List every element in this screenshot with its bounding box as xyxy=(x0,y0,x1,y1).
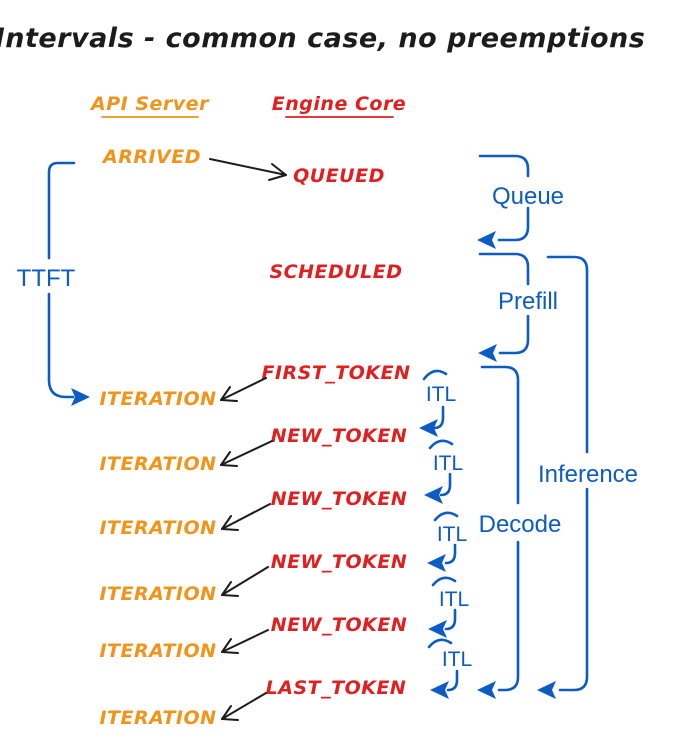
column-header-engine-core: Engine Core xyxy=(272,93,406,115)
decode-arrowhead xyxy=(477,681,496,699)
inference-bracket: Inference xyxy=(537,255,638,699)
event-new-token-3: NEW_TOKEN xyxy=(271,551,408,573)
prefill-label: Prefill xyxy=(498,288,558,315)
page-title: Intervals - common case, no preemptions xyxy=(0,23,645,54)
event-last-token: LAST_TOKEN xyxy=(266,677,407,699)
queue-label: Queue xyxy=(492,183,564,210)
arrow-new-token-2-to-iteration-3 xyxy=(221,503,271,531)
itl-label-2: ITL xyxy=(433,452,463,475)
arrow-arrived-to-queued xyxy=(209,158,287,181)
itl-label-5: ITL xyxy=(442,648,472,671)
event-iteration-5: ITERATION xyxy=(99,640,216,662)
itl-arrowhead-1 xyxy=(419,419,438,437)
event-queued: QUEUED xyxy=(293,165,385,187)
ttft-label: TTFT xyxy=(17,265,76,292)
itl-interval-1: ITL xyxy=(419,369,456,437)
column-header-api-server: API Server xyxy=(89,93,210,115)
arrow-new-token-3-to-iteration-4 xyxy=(221,566,269,597)
arrow-last-token-to-iteration-6 xyxy=(221,692,267,721)
decode-bracket: Decode xyxy=(477,365,562,699)
itl-label-1: ITL xyxy=(426,383,456,406)
event-scheduled: SCHEDULED xyxy=(269,261,402,283)
arrow-new-token-1-to-iteration-2 xyxy=(220,440,273,467)
queue-bracket: Queue xyxy=(477,154,564,249)
itl-arrowhead-2 xyxy=(424,486,443,504)
inference-arrowhead xyxy=(537,681,556,699)
prefill-arrowhead xyxy=(478,344,497,362)
itl-arrowhead-3 xyxy=(427,554,446,572)
event-iteration-3: ITERATION xyxy=(99,517,216,539)
event-new-token-4: NEW_TOKEN xyxy=(271,614,408,636)
itl-label-3: ITL xyxy=(437,523,467,546)
itl-interval-5: ITL xyxy=(427,638,472,699)
queue-arrowhead xyxy=(477,231,496,249)
prefill-bracket: Prefill xyxy=(478,252,558,362)
event-new-token-1: NEW_TOKEN xyxy=(271,425,408,447)
itl-interval-4: ITL xyxy=(428,576,469,638)
event-new-token-2: NEW_TOKEN xyxy=(271,488,408,510)
arrow-new-token-4-to-iteration-5 xyxy=(221,629,269,654)
decode-label: Decode xyxy=(479,511,562,538)
event-iteration-4: ITERATION xyxy=(99,583,216,605)
itl-arrowhead-5 xyxy=(430,681,449,699)
itl-interval-3: ITL xyxy=(427,511,467,572)
itl-interval-2: ITL xyxy=(424,439,463,504)
event-first-token: FIRST_TOKEN xyxy=(261,362,410,384)
itl-arrowhead-4 xyxy=(428,620,447,638)
itl-label-4: ITL xyxy=(439,588,469,611)
arrow-first-token-to-iteration-1 xyxy=(220,377,267,402)
event-arrived: ARRIVED xyxy=(101,146,201,168)
ttft-arrowhead xyxy=(71,388,90,406)
inference-label: Inference xyxy=(538,461,638,488)
ttft-bracket: TTFT xyxy=(17,161,90,406)
event-iteration-1: ITERATION xyxy=(99,388,216,410)
event-iteration-6: ITERATION xyxy=(99,707,216,729)
event-iteration-2: ITERATION xyxy=(99,453,216,475)
